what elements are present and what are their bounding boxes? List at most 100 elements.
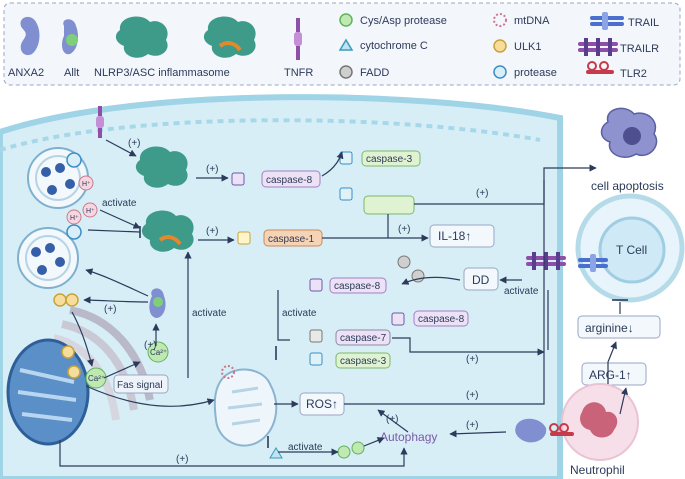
legend-tnfr-label: TNFR — [284, 67, 313, 79]
proton-label: H⁺ — [70, 215, 79, 222]
edge-label-plus: (+) — [206, 226, 219, 237]
proton-marker — [82, 202, 98, 218]
caspase-7-label: caspase-7 — [340, 333, 387, 344]
legend-mtdna-label: mtDNA — [514, 15, 550, 27]
inflammasome-icon — [115, 16, 168, 58]
il18-label: IL-18↑ — [438, 229, 471, 243]
edge-allt-ulk1 — [83, 296, 149, 304]
calcium-marker-left — [85, 367, 107, 389]
cys-asp-marker — [337, 445, 351, 459]
ulk1-icon — [493, 39, 507, 53]
inflammasome-top — [135, 146, 188, 188]
edge-label-activate: activate — [504, 286, 539, 297]
legend-ulk1-label: ULK1 — [514, 41, 542, 53]
calcium-label-left: Ca²⁺ — [88, 374, 105, 383]
mtdna-icon — [493, 13, 507, 27]
edge-ros-apoptosis — [344, 180, 545, 405]
edge-lysosome-inflammasome — [99, 209, 141, 229]
proton-label: H⁺ — [86, 208, 95, 215]
trailr-icon — [578, 38, 618, 56]
edge-label-activate: activate — [102, 198, 137, 209]
edge-label-plus: (+) — [476, 188, 489, 199]
caspase-8-top-box — [261, 170, 321, 188]
arg1-label: ARG-1↑ — [589, 368, 632, 382]
edge-label-activate: activate — [192, 308, 227, 319]
caspase-8-mid-marker — [309, 278, 323, 292]
edge-bottom — [59, 440, 408, 467]
edge-label-plus: (+) — [104, 304, 117, 315]
caspase-8-low-marker — [391, 312, 405, 326]
protease-marker — [66, 224, 82, 240]
edge-caspase8-caspase3 — [321, 151, 344, 177]
legend-trailr-label: TRAILR — [620, 43, 659, 55]
edge-neutrophil-arg1 — [619, 387, 629, 415]
ulk1-marker — [61, 345, 75, 359]
edge-label-plus: (+) — [398, 224, 411, 235]
caspase-1-marker — [237, 231, 251, 245]
t-cell-label: T Cell — [616, 243, 647, 257]
protease-icon — [493, 65, 507, 79]
mitochondrion-left — [6, 338, 90, 446]
legend-cys-asp-label: Cys/Asp protease — [360, 15, 447, 27]
fadd-marker — [397, 255, 411, 269]
edge-ulk1-mito — [71, 311, 94, 367]
apoptotic-cell — [600, 107, 658, 158]
edge-caspase-apoptosis — [392, 337, 545, 356]
proton-marker — [66, 209, 82, 225]
edge-mito-to-mito — [85, 385, 215, 407]
ros-label: ROS↑ — [306, 397, 338, 411]
cytochrome-c-icon — [338, 38, 354, 51]
arginine-box — [577, 315, 661, 339]
ulk1-marker — [67, 365, 81, 379]
edges — [59, 139, 629, 467]
trail-on-tcell — [578, 254, 608, 272]
fas-signal-label: Fas signal — [117, 380, 163, 391]
lysosome-bottom — [17, 227, 79, 289]
edge-autophagy-ros — [377, 409, 409, 433]
tnfr-receptor — [96, 106, 104, 138]
caspase-3-top-label: caspase-3 — [366, 154, 413, 165]
legend-fadd-label: FADD — [360, 67, 389, 79]
edge-to-autophagy — [363, 437, 385, 447]
edge-activate-bracket — [277, 290, 290, 341]
edge-label-plus: (+) — [128, 138, 141, 149]
tlr2-icon — [586, 61, 614, 74]
edge-label-activate: activate — [282, 308, 317, 319]
edge-label-plus: (+) — [144, 340, 157, 351]
caspase-3-top-box — [361, 150, 421, 167]
caspase-8-top-label: caspase-8 — [266, 175, 313, 186]
cytochrome-c-marker — [269, 447, 283, 459]
trailr-receptor — [526, 252, 566, 270]
edge-dd-caspase8 — [401, 276, 461, 285]
nucleus-envelope — [0, 118, 541, 152]
edge-label-plus: (+) — [466, 354, 479, 365]
mtdna-marker — [221, 365, 235, 379]
caspase-7-box — [335, 329, 391, 346]
legend-box — [3, 2, 681, 86]
annexin-ligand — [515, 418, 547, 443]
calcium-marker-right — [147, 341, 169, 363]
ulk1-marker — [65, 293, 79, 307]
edge-calcium-link — [103, 361, 141, 379]
proton-marker — [78, 175, 94, 191]
caspase-8-mid-box — [329, 277, 387, 294]
caspase-8-low-label: caspase-8 — [418, 314, 465, 325]
tlr2-receptor — [549, 423, 574, 436]
edge-arg1-arginine — [607, 341, 617, 384]
autophagy-label: Autophagy — [380, 430, 437, 444]
dd-label: DD — [472, 273, 490, 287]
edge-tnfr-inflammasome — [105, 139, 137, 157]
neutrophil-cell — [561, 383, 639, 461]
inflammasome-active — [141, 210, 194, 252]
trail-icon — [590, 12, 624, 30]
il18-box — [429, 224, 495, 248]
annexin-icon — [20, 16, 40, 56]
cys-asp-marker — [351, 441, 365, 455]
edge-label-plus: (+) — [206, 164, 219, 175]
cys-asp-protease-icon — [339, 13, 353, 27]
arginine-label: arginine↓ — [585, 321, 634, 335]
caspase-8-low-box — [413, 310, 469, 327]
fadd-icon — [339, 65, 353, 79]
